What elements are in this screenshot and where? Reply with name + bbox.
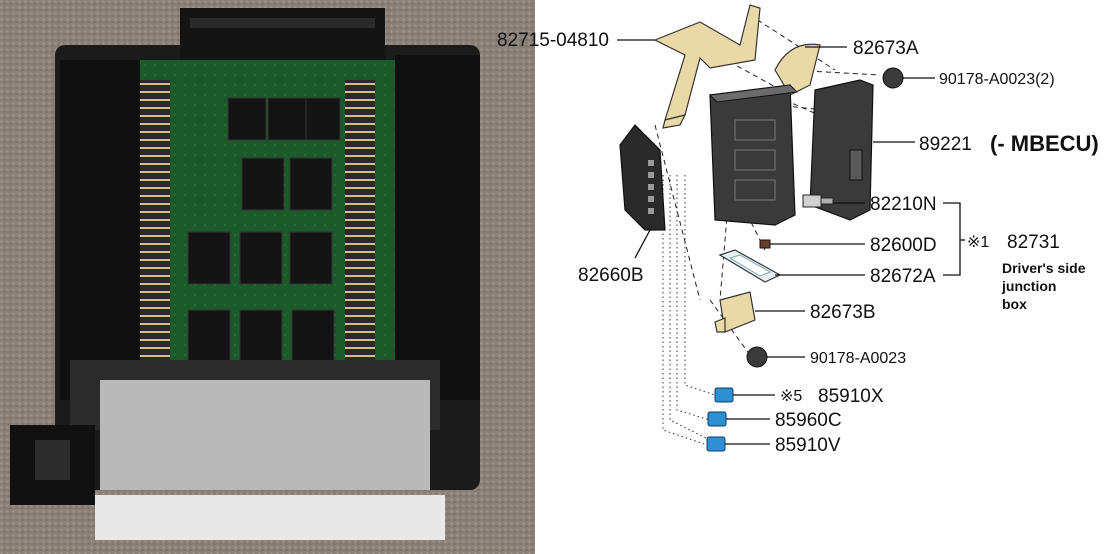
note-line-3: box (1002, 296, 1027, 312)
label-90178-A0023-2: 90178-A0023(2) (939, 71, 1055, 88)
label-85910V: 85910V (775, 435, 841, 456)
white-connector (95, 495, 445, 540)
label-82660B: 82660B (578, 265, 644, 286)
label-82731: 82731 (1007, 232, 1060, 253)
label-82715-04810: 82715-04810 (497, 30, 609, 51)
nut-lower (746, 346, 768, 368)
connector-left (619, 124, 666, 231)
bolt (802, 194, 834, 208)
right-pin-row (345, 80, 375, 380)
label-82673B: 82673B (810, 302, 876, 323)
right-side-connectors (395, 55, 480, 400)
label-assembly-mark: ※1 (967, 234, 989, 251)
bracket-top (653, 4, 761, 129)
fuse-cover (718, 249, 782, 283)
ecu-module (809, 79, 874, 221)
label-85960C: 85960C (775, 410, 842, 431)
leader-lines (617, 39, 965, 445)
relays (187, 97, 341, 363)
nut-top (882, 67, 904, 89)
label-90178-A0023: 90178-A0023 (810, 350, 906, 367)
junction-box-photo (0, 0, 535, 554)
label-82210N: 82210N (870, 194, 937, 215)
fuse-small (759, 239, 771, 249)
label-82600D: 82600D (870, 235, 937, 256)
left-pin-row (140, 80, 170, 380)
parts-diagram: 82715-04810 82673A 90178-A0023(2) 89221 … (497, 4, 1099, 456)
note-line-2: junction (1001, 278, 1056, 294)
left-side-connectors (60, 60, 140, 400)
bracket-right (774, 43, 821, 96)
bracket-lower (714, 291, 756, 333)
terminals (706, 387, 734, 452)
label-mbecu: (- MBECU) (990, 131, 1099, 156)
label-term1-mark: ※5 (780, 388, 802, 405)
label-82673A: 82673A (853, 38, 919, 59)
top-connector (180, 8, 385, 68)
note-line-1: Driver's side (1002, 260, 1086, 276)
label-85910X: 85910X (818, 386, 884, 407)
ecu-housing (708, 84, 799, 226)
label-89221: 89221 (919, 134, 972, 155)
metal-shield (100, 380, 430, 490)
terminal-dotted-lines (662, 175, 716, 446)
label-82672A: 82672A (870, 266, 936, 287)
